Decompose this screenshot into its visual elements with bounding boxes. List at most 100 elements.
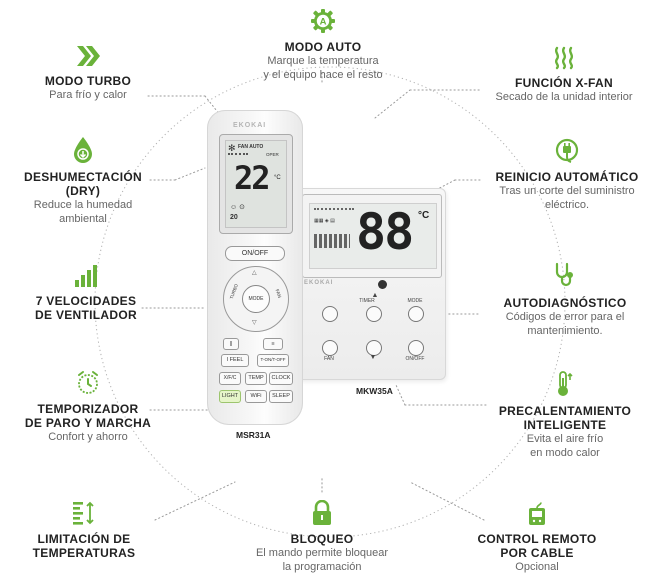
remote-airflow-button[interactable]: ≡ <box>263 338 283 350</box>
feature-desc: Opcional <box>515 561 559 573</box>
feature-desc: Secado de la unidad interior <box>495 91 633 103</box>
wired-lcd-frame: ▦▦ ◈ ▤ 88 °C <box>302 194 442 278</box>
wired-timer-label: TIMER <box>359 298 375 304</box>
feature-desc: Códigos de error para el mantenimiento. <box>505 311 625 337</box>
wired-sensor <box>378 280 387 289</box>
remote-dpad: △ ▽ TURBO FAN MODE <box>223 266 289 332</box>
feature-title: FUNCIÓN X-FAN <box>515 76 613 90</box>
line-precal-b <box>395 384 406 406</box>
feature-desc: Tras un corte del suministro eléctrico. <box>499 185 635 211</box>
feature-modo-turbo: MODO TURBO Para frío y calor <box>20 44 156 102</box>
remote-timer-button[interactable]: T-ON/T-OFF <box>257 354 289 367</box>
wired-button-2[interactable] <box>366 306 382 322</box>
remote-lcd-temp: 22 <box>234 159 271 197</box>
feature-title: DESHUMECTACIÓN (DRY) <box>24 170 142 198</box>
remote-lcd-unit: °C <box>274 175 281 181</box>
feature-deshumectacion: DESHUMECTACIÓN (DRY) Reduce la humedad a… <box>8 136 158 226</box>
feature-control-cable: CONTROL REMOTO POR CABLE Opcional <box>462 502 612 574</box>
feature-title: TEMPORIZADOR DE PARO Y MARCHA <box>24 402 152 430</box>
wired-onoff-label: ON/OFF <box>405 356 425 362</box>
wired-controller: ▦▦ ◈ ▤ 88 °C EKOKAI TIMER ▲ MODE FAN ▼ O… <box>296 188 446 380</box>
water-drop-icon <box>74 137 92 163</box>
heat-waves-icon <box>554 46 574 70</box>
snowflake-icon: ✻ <box>228 143 236 153</box>
wired-brand: EKOKAI <box>304 280 334 286</box>
power-plug-icon <box>555 138 579 163</box>
feature-bloqueo: BLOQUEO El mando permite bloquear la pro… <box>236 500 408 574</box>
svg-text:A: A <box>320 17 327 28</box>
down-arrow-icon[interactable]: ▽ <box>252 320 257 326</box>
remote-x-label: X <box>223 375 227 381</box>
signal-bars-icon <box>75 265 97 287</box>
up-arrow-icon: ▲ <box>371 292 379 299</box>
remote-ifeel-button[interactable]: I FEEL <box>221 354 249 367</box>
line-limitacion <box>154 481 236 521</box>
remote-fan-label[interactable]: FAN <box>274 288 283 299</box>
feature-desc: Marque la temperatura y el equipo hace e… <box>263 55 383 81</box>
remote-temp-button[interactable]: TEMP <box>245 372 267 385</box>
feature-title: BLOQUEO <box>290 532 354 546</box>
wired-lcd-icons <box>314 208 354 216</box>
line-xfan <box>374 89 411 119</box>
feature-temporizador: TEMPORIZADOR DE PARO Y MARCHA Confort y … <box>20 370 156 444</box>
feature-title: CONTROL REMOTO POR CABLE <box>477 532 597 560</box>
wired-down-button[interactable] <box>366 340 382 356</box>
feature-title: PRECALENTAMIENTO INTELIGENTE <box>498 404 632 432</box>
feature-autodiagnostico: AUTODIAGNÓSTICO Códigos de error para el… <box>484 262 646 338</box>
wired-lcd-digits: 88 <box>356 203 414 261</box>
wired-lcd-info: ▦▦ ◈ ▤ <box>314 218 335 224</box>
down-arrow-icon: ▼ <box>369 354 377 361</box>
wired-remote-icon <box>529 502 545 525</box>
wired-fan-button[interactable] <box>322 340 338 356</box>
remote-lcd-icons: ☺ ⊙ <box>230 204 245 211</box>
feature-title: MODO AUTO <box>284 40 362 54</box>
double-chevron-icon <box>77 46 100 66</box>
wired-mode-label: MODE <box>407 298 423 304</box>
padlock-icon <box>313 500 331 525</box>
alarm-clock-icon <box>78 371 98 394</box>
feature-reinicio: REINICIO AUTOMÁTICO Tras un corte del su… <box>484 138 650 212</box>
feature-title: MODO TURBO <box>44 74 132 88</box>
feature-title: REINICIO AUTOMÁTICO <box>495 170 639 184</box>
feature-modo-auto: A MODO AUTO Marque la temperatura y el e… <box>230 8 416 82</box>
remote-sleep-button[interactable]: SLEEP <box>269 390 293 403</box>
wired-onoff-button[interactable] <box>408 340 424 356</box>
line-control-cable <box>409 481 485 521</box>
remote-lcd-mode: FAN AUTO <box>238 144 264 150</box>
feature-title: LIMITACIÓN DE TEMPERATURAS <box>32 532 136 560</box>
remote-control: EKOKAI ✻ FAN AUTO OPER 22 °C ☺ ⊙ 20 ON/O… <box>207 110 303 425</box>
wired-button-1[interactable] <box>322 306 338 322</box>
remote-light-button[interactable]: LIGHT <box>219 390 241 403</box>
feature-desc: Reduce la humedad ambiental <box>33 199 133 225</box>
remote-fc-label: F/C <box>228 375 237 381</box>
stethoscope-icon <box>555 262 573 287</box>
feature-velocidades: 7 VELOCIDADES DE VENTILADOR <box>22 264 150 322</box>
up-arrow-icon[interactable]: △ <box>252 270 257 276</box>
remote-lcd-small: 20 <box>230 214 238 221</box>
remote-mode-button[interactable]: MODE <box>242 285 270 313</box>
auto-mode-icon: A <box>311 9 335 33</box>
wired-button-3[interactable] <box>408 306 424 322</box>
dotted-circle <box>94 66 566 538</box>
remote-lcd-bars <box>228 153 248 165</box>
feature-desc: Evita el aire frío en modo calor <box>526 433 604 459</box>
wired-lcd-segments <box>314 234 350 248</box>
remote-turbo-label[interactable]: TURBO <box>228 283 239 300</box>
wired-fan-label: FAN <box>324 356 334 362</box>
wired-lcd: ▦▦ ◈ ▤ 88 °C <box>309 203 437 269</box>
feature-title: AUTODIAGNÓSTICO <box>503 296 627 310</box>
remote-swing-button[interactable]: || <box>223 338 239 350</box>
remote-lcd: ✻ FAN AUTO OPER 22 °C ☺ ⊙ 20 <box>225 140 287 228</box>
feature-precalentamiento: PRECALENTAMIENTO INTELIGENTE Evita el ai… <box>490 370 640 460</box>
remote-lcd-frame: ✻ FAN AUTO OPER 22 °C ☺ ⊙ 20 <box>219 134 293 234</box>
remote-wifi-button[interactable]: WiFi <box>245 390 267 403</box>
wired-lcd-unit: °C <box>418 210 430 221</box>
temperature-limit-icon <box>73 501 94 525</box>
remote-onoff-button[interactable]: ON/OFF <box>225 246 285 261</box>
feature-desc: El mando permite bloquear la programació… <box>255 547 389 573</box>
wired-model-label: MKW35A <box>356 386 393 396</box>
remote-clock-button[interactable]: CLOCK <box>269 372 293 385</box>
feature-funcion-x-fan: FUNCIÓN X-FAN Secado de la unidad interi… <box>476 46 652 104</box>
remote-fc-button[interactable]: X/F/C <box>219 372 241 385</box>
